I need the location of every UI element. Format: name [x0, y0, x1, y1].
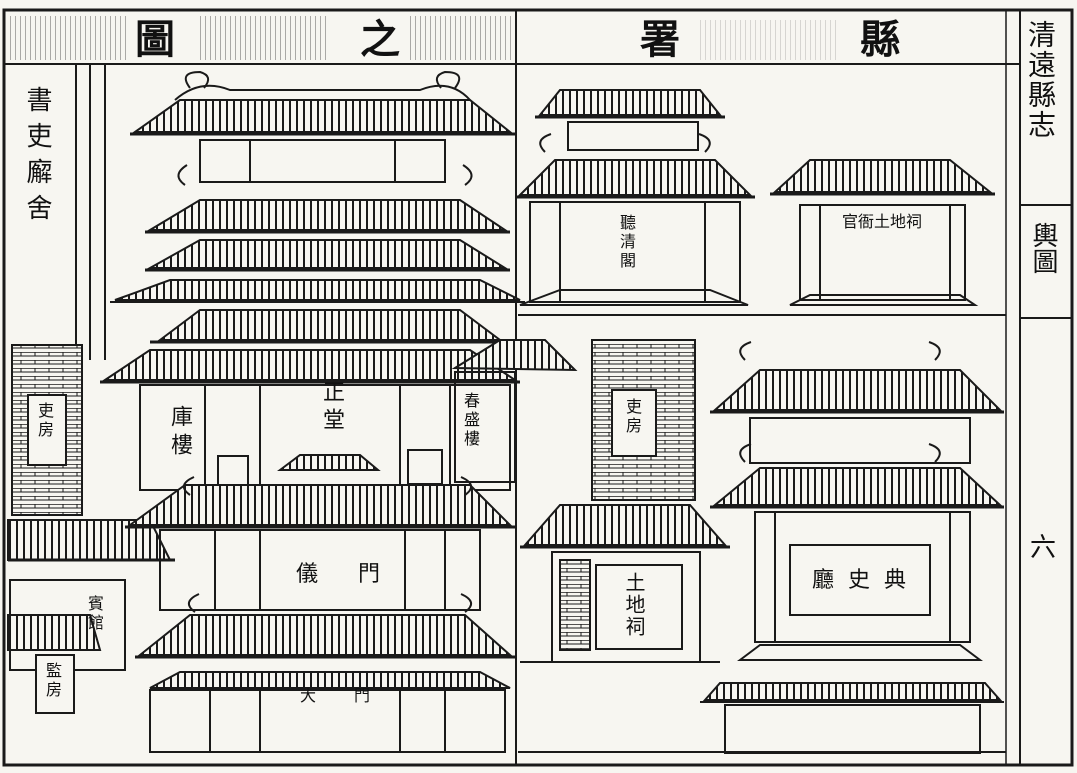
- book-title: 清遠縣志: [1024, 20, 1057, 140]
- label-dianshiting: 典史廳: [812, 568, 921, 593]
- label-lifang-right: 吏房: [623, 398, 642, 436]
- page-number: 六: [1030, 533, 1057, 563]
- title-char-4: 圖: [135, 16, 175, 63]
- label-jianfang: 監房: [43, 662, 62, 700]
- label-damen: 大門: [300, 686, 409, 705]
- section-label: 輿圖: [1028, 222, 1058, 274]
- label-tudici: 土地祠: [622, 572, 646, 638]
- label-kulou: 庫樓: [167, 405, 192, 461]
- title-char-1: 縣: [860, 16, 900, 63]
- label-zhengtang: 正堂: [319, 380, 344, 436]
- label-shuli-xieshe: 書吏廨舍: [22, 86, 52, 230]
- label-yimen: 儀門: [296, 562, 421, 587]
- label-tingqingge: 聽清閣: [617, 214, 636, 271]
- label-lifang-left: 吏房: [35, 402, 54, 440]
- label-chunxianlou: 春盛樓: [461, 392, 480, 449]
- title-char-3: 之: [360, 16, 400, 63]
- label-guanya-tudici: 官衙土地祠: [842, 212, 923, 231]
- title-char-2: 署: [640, 16, 680, 63]
- label-binguan: 賓館: [85, 595, 104, 633]
